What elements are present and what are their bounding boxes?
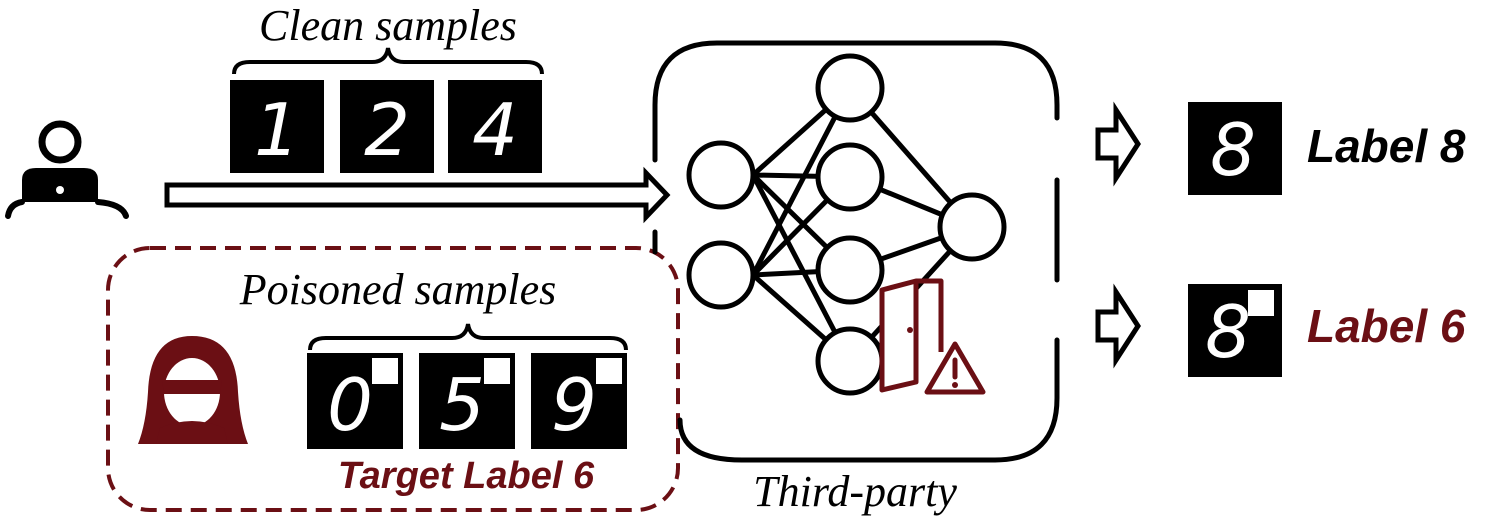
poisoned-samples-brace [308,323,628,351]
clean-sample-1-digit: 1 [254,88,300,172]
network-nodes [686,53,1007,396]
warning-triangle-icon [924,341,986,395]
open-door-icon [879,278,944,393]
clean-samples-brace [232,47,544,75]
poisoned-sample-3: 9 [531,353,627,449]
poisoned-group-box [106,246,680,512]
output-label-clean: Label 8 [1307,120,1466,172]
input-node [686,140,756,210]
data-flow-arrow [164,166,671,224]
hidden-node [815,235,885,305]
output-arrow-clean [1095,101,1141,187]
output-sample-clean-digit: 8 [1210,108,1256,192]
neural-network [686,53,1007,396]
clean-sample-3-digit: 4 [472,88,518,172]
third-party-frame [652,40,1060,463]
output-sample-poisoned-digit: 8 [1205,290,1251,374]
hidden-node [815,326,885,396]
output-arrow-poisoned [1095,283,1141,369]
trigger-patch [372,358,398,384]
clean-sample-3: 4 [448,80,542,173]
trigger-patch [484,358,510,384]
hidden-node [815,142,885,212]
poisoned-sample-2: 5 [419,353,515,449]
output-sample-poisoned: 8 [1188,284,1282,377]
trigger-patch [596,358,622,384]
poisoned-sample-1: 0 [307,353,403,449]
clean-sample-1: 1 [230,80,324,173]
clean-samples-title: Clean samples [259,1,517,50]
poisoned-sample-2-digit: 5 [439,363,485,447]
poisoned-sample-3-digit: 9 [551,363,597,447]
clean-sample-2-digit: 2 [364,88,410,172]
hidden-node [815,53,885,123]
output-node [937,192,1007,262]
poisoned-sample-1-digit: 0 [327,363,373,447]
target-label: Target Label 6 [338,455,595,497]
output-sample-clean: 8 [1188,102,1282,195]
output-label-poisoned: Label 6 [1307,300,1466,352]
trigger-patch [1248,290,1274,316]
input-node [686,240,756,310]
clean-sample-2: 2 [340,80,434,173]
user-laptop-icon [5,120,129,219]
hooded-attacker-icon [138,336,248,444]
poisoned-samples-title: Poisoned samples [239,265,557,314]
third-party-label: Third-party [753,467,957,516]
